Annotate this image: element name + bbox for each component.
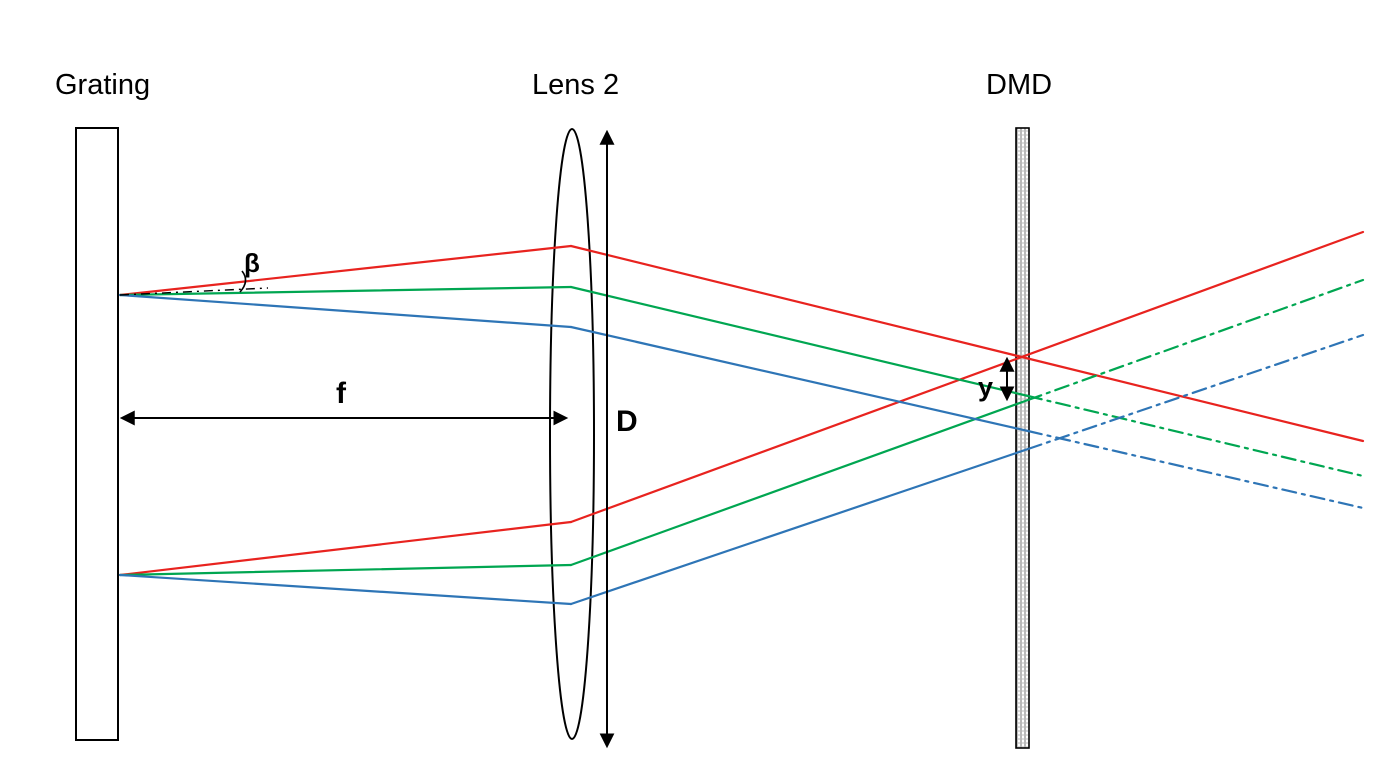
ray-blue-upper-virtual bbox=[1026, 429, 1365, 510]
ray-blue-upper-incident bbox=[118, 293, 573, 329]
ray-blue-lower-virtual bbox=[1026, 333, 1365, 451]
beta-angle-arc bbox=[239, 270, 247, 293]
ray-blue-lower-focused bbox=[569, 447, 1030, 606]
focal-length-label: f bbox=[336, 377, 347, 410]
ray-red-upper-focused bbox=[569, 244, 1365, 443]
ray-red-lower-incident bbox=[118, 520, 573, 577]
ray-red-lower-focused bbox=[569, 230, 1365, 524]
dmd-element bbox=[1015, 127, 1030, 749]
lens-element bbox=[549, 128, 595, 740]
ray-blue-upper-focused bbox=[569, 325, 1030, 433]
beta-reference-line bbox=[119, 287, 269, 296]
ray-green-lower-incident bbox=[118, 563, 573, 577]
dmd-label: DMD bbox=[986, 69, 1052, 101]
lens-label: Lens 2 bbox=[532, 69, 619, 101]
ray-green-upper-virtual bbox=[1026, 394, 1365, 478]
ray-green-lower-focused bbox=[569, 398, 1030, 567]
ray-blue-lower-incident bbox=[118, 573, 573, 606]
lens-diameter-label: D bbox=[616, 405, 638, 438]
ray-green-upper-focused bbox=[569, 285, 1030, 398]
offset-label: y bbox=[978, 372, 993, 402]
ray-green-lower-virtual bbox=[1026, 278, 1365, 402]
beta-label: β bbox=[244, 248, 260, 278]
ray-red-upper-incident bbox=[118, 244, 573, 297]
ray-green-upper-incident bbox=[118, 285, 573, 297]
grating-element bbox=[75, 127, 119, 741]
grating-label: Grating bbox=[55, 69, 150, 101]
